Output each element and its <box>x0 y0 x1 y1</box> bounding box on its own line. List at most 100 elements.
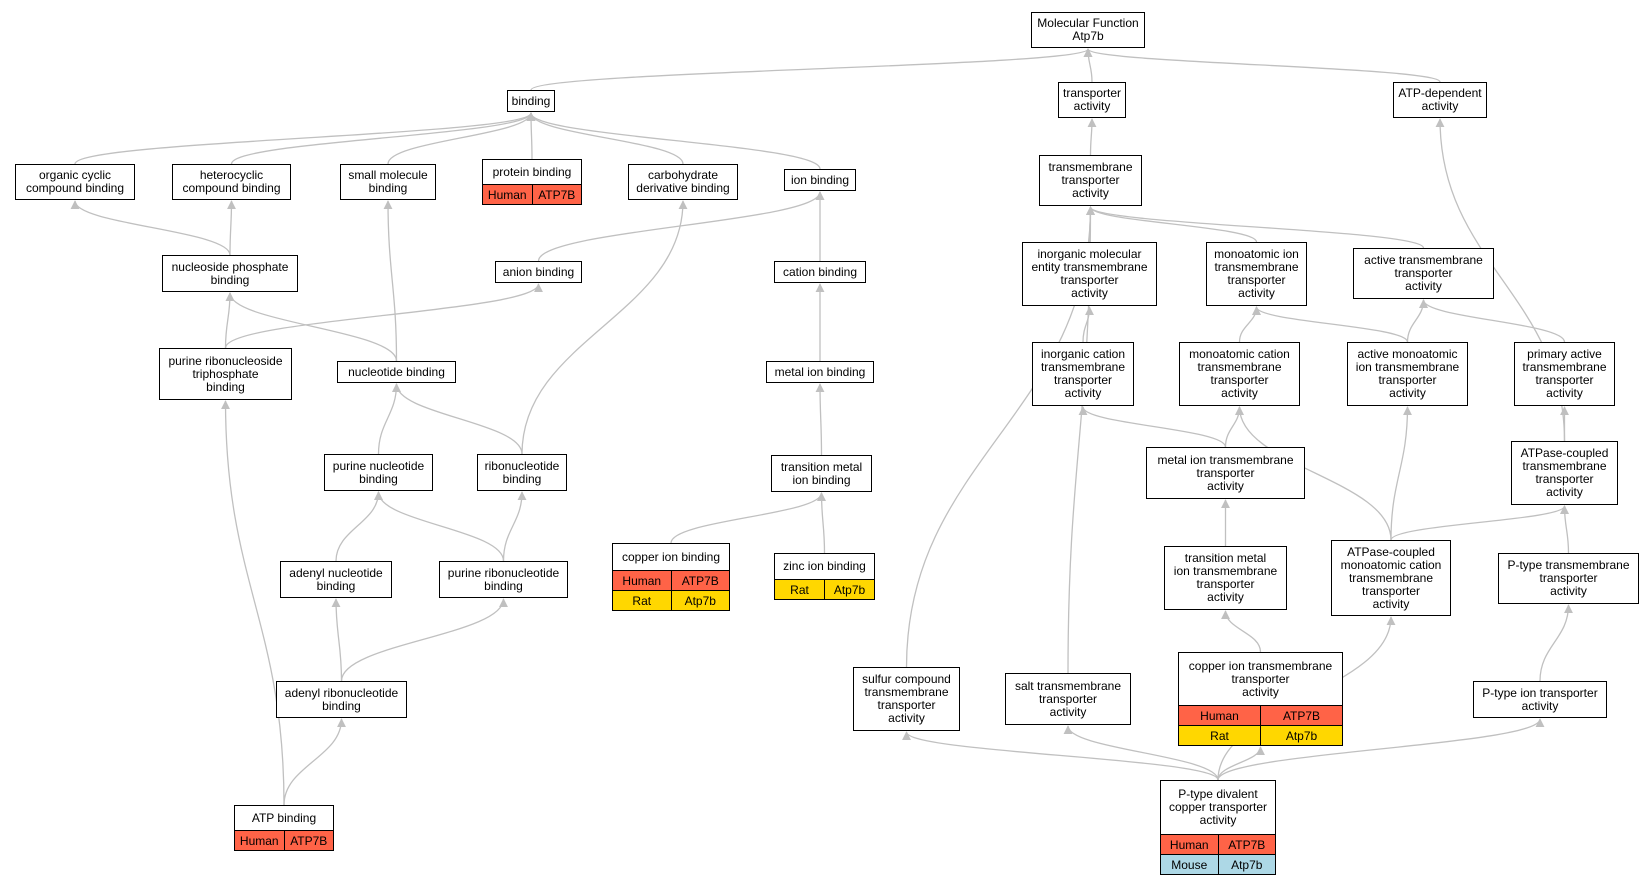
node-inorgmol[interactable]: inorganic molecular entity transmembrane… <box>1022 242 1157 306</box>
species-cell: Human <box>613 571 671 590</box>
node-adenylribo[interactable]: adenyl ribonucleotide binding <box>276 681 407 718</box>
node-monoion[interactable]: monoatomic ion transmembrane transporter… <box>1206 242 1307 306</box>
edge-metaliontm-to-monocat <box>1224 406 1244 448</box>
node-label: monoatomic ion transmembrane transporter… <box>1214 247 1299 300</box>
node-ptypeion[interactable]: P-type ion transporter activity <box>1473 681 1607 718</box>
node-carbo[interactable]: carbohydrate derivative binding <box>628 164 738 200</box>
node-label: zinc ion binding <box>783 559 866 573</box>
node-label: anion binding <box>502 264 575 279</box>
edge-coppbind-to-transmetal <box>670 492 826 544</box>
edge-monocat-to-monoion <box>1238 306 1261 343</box>
edge-atpdep-to-mf <box>1083 48 1441 83</box>
node-salt[interactable]: salt transmembrane transporter activity <box>1005 673 1131 725</box>
node-label: ATP binding <box>251 810 317 825</box>
node-anion[interactable]: anion binding <box>495 261 582 283</box>
node-label: purine ribonucleotide binding <box>447 565 560 593</box>
edge-ribonuc-to-nucbind <box>392 383 523 455</box>
edge-atpmonocat-to-monocat <box>1235 406 1392 541</box>
node-metalion[interactable]: metal ion binding <box>766 361 874 383</box>
edge-activemono-to-monoion <box>1252 306 1409 343</box>
node-label: cation binding <box>782 264 858 279</box>
node-label: monoatomic cation transmembrane transpor… <box>1189 347 1290 400</box>
node-smallmol[interactable]: small molecule binding <box>340 164 436 200</box>
node-label: transporter activity <box>1062 86 1122 113</box>
node-label: nucleotide binding <box>348 364 445 379</box>
edge-protbind-to-binding <box>526 112 536 160</box>
node-purnuc[interactable]: purine nucleotide binding <box>324 454 433 491</box>
edge-carbo-to-binding <box>526 112 684 165</box>
node-atpdep[interactable]: ATP-dependent activity <box>1393 82 1487 118</box>
node-label: binding <box>511 93 551 108</box>
node-transmettm[interactable]: transition metal ion transmembrane trans… <box>1164 546 1287 610</box>
edge-nucbind-to-smallmol <box>383 200 398 362</box>
node-ribonuc[interactable]: ribonucleotide binding <box>477 454 567 491</box>
node-label: inorganic molecular entity transmembrane… <box>1031 247 1148 300</box>
node-label: purine ribonucleoside triphosphate bindi… <box>168 353 283 394</box>
node-label: metal ion transmembrane transporter acti… <box>1157 452 1294 493</box>
node-label: protein binding <box>492 164 572 179</box>
node-orgcyc[interactable]: organic cyclic compound binding <box>15 164 135 200</box>
gene-cell: Atp7b <box>824 580 874 599</box>
node-label: nucleoside phosphate binding <box>171 259 289 287</box>
node-atpmonocat[interactable]: ATPase-coupled monoatomic cation transme… <box>1331 540 1451 616</box>
node-inorgcat[interactable]: inorganic cation transmembrane transport… <box>1032 342 1134 406</box>
node-transmetal[interactable]: transition metal ion binding <box>771 455 872 492</box>
node-activetm[interactable]: active transmembrane transporter activit… <box>1353 248 1494 299</box>
node-mf[interactable]: Molecular Function Atp7b <box>1031 12 1145 48</box>
node-primact[interactable]: primary active transmembrane transporter… <box>1514 342 1615 406</box>
edge-orgcyc-to-binding <box>74 112 536 165</box>
node-purribotri[interactable]: purine ribonucleoside triphosphate bindi… <box>159 348 292 400</box>
node-label: organic cyclic compound binding <box>25 168 125 195</box>
gene-cell: Atp7b <box>670 591 729 610</box>
edge-ptypediv-to-copptm <box>1217 746 1265 781</box>
edge-ptypediv-to-ptypeion <box>1217 718 1545 781</box>
node-nucbind[interactable]: nucleotide binding <box>337 361 456 383</box>
gene-cell: Atp7b <box>1260 726 1342 745</box>
node-transporter[interactable]: transporter activity <box>1058 82 1126 118</box>
node-label: active transmembrane transporter activit… <box>1364 253 1483 293</box>
gene-cell: ATP7B <box>1260 706 1342 725</box>
node-atpasecoup[interactable]: ATPase-coupled transmembrane transporter… <box>1511 441 1618 505</box>
node-binding[interactable]: binding <box>507 90 555 112</box>
node-monocat[interactable]: monoatomic cation transmembrane transpor… <box>1179 342 1300 406</box>
node-label: salt transmembrane transporter activity <box>1014 678 1122 719</box>
edge-adenylribo-to-adenylnuc <box>331 598 343 682</box>
node-nucphos[interactable]: nucleoside phosphate binding <box>162 255 298 292</box>
node-label: heterocyclic compound binding <box>182 168 281 195</box>
node-cation[interactable]: cation binding <box>774 261 866 283</box>
node-metaliontm[interactable]: metal ion transmembrane transporter acti… <box>1146 447 1305 499</box>
node-label: P-type divalent copper transporter activ… <box>1168 787 1268 827</box>
node-copptm[interactable]: copper ion transmembrane transporter act… <box>1178 652 1343 746</box>
edge-activemono-to-activetm <box>1406 299 1428 343</box>
node-ionbind[interactable]: ion binding <box>784 169 856 191</box>
edge-adenylnuc-to-purnuc <box>335 491 383 562</box>
node-purribonuc[interactable]: purine ribonucleotide binding <box>439 561 568 598</box>
node-ptypetm[interactable]: P-type transmembrane transporter activit… <box>1498 553 1639 604</box>
edge-atpmonocat-to-atpasecoup <box>1390 505 1569 541</box>
node-adenylnuc[interactable]: adenyl nucleotide binding <box>280 561 392 598</box>
node-tmtrans[interactable]: transmembrane transporter activity <box>1039 155 1142 206</box>
node-label: transmembrane transporter activity <box>1048 160 1133 200</box>
gene-cell: ATP7B <box>531 185 581 204</box>
node-hetcyc[interactable]: heterocyclic compound binding <box>172 164 291 200</box>
gene-cell: Atp7b <box>1217 855 1275 874</box>
node-ptypediv[interactable]: P-type divalent copper transporter activ… <box>1160 780 1276 875</box>
node-label: transition metal ion transmembrane trans… <box>1173 551 1278 604</box>
node-sulfur[interactable]: sulfur compound transmembrane transporte… <box>853 667 960 731</box>
edge-nucphos-to-orgcyc <box>70 200 231 256</box>
edge-purnuc-to-nucbind <box>377 383 401 455</box>
node-activemono[interactable]: active monoatomic ion transmembrane tran… <box>1347 342 1468 406</box>
edge-transmetal-to-metalion <box>815 383 825 456</box>
